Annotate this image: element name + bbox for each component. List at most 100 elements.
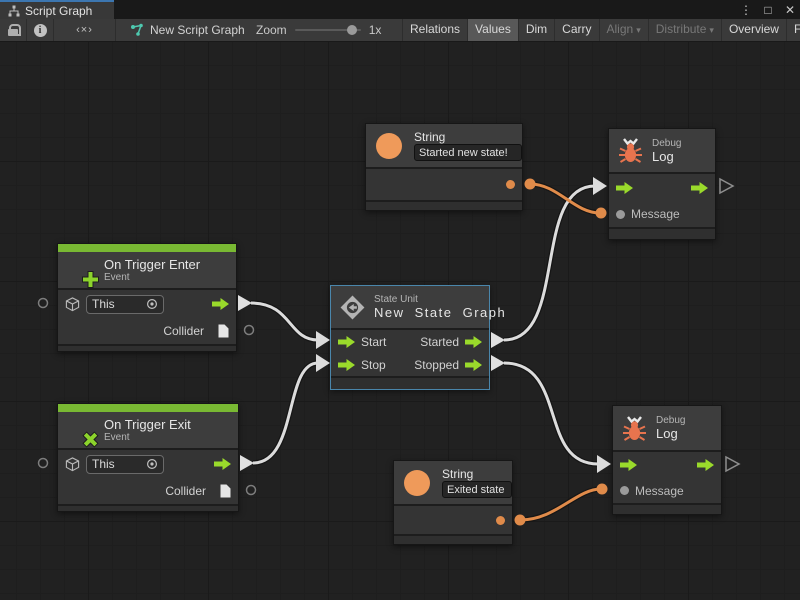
close-icon[interactable]: ✕ — [784, 2, 796, 17]
info-icon — [33, 23, 47, 37]
flow-output-port[interactable] — [214, 458, 231, 470]
node-title: String — [442, 467, 474, 481]
start-input-port[interactable] — [338, 335, 355, 348]
flow-output-port[interactable] — [691, 181, 708, 194]
node-title: String — [414, 130, 446, 144]
dim-button[interactable]: Dim — [517, 19, 554, 41]
relations-button[interactable]: Relations — [402, 19, 467, 41]
string-output-port[interactable] — [496, 515, 505, 525]
node-category: State Unit — [374, 294, 418, 305]
event-accent-bar — [58, 244, 236, 252]
flow-input-port[interactable] — [616, 181, 633, 194]
align-button[interactable]: Align▾ — [598, 19, 648, 41]
on-trigger-exit-icon — [66, 415, 99, 448]
object-picker-icon[interactable] — [146, 298, 158, 310]
string-literal-icon — [376, 132, 402, 159]
target-value: This — [92, 297, 115, 311]
chevron-down-icon: ▾ — [709, 25, 714, 35]
carry-button[interactable]: Carry — [554, 19, 598, 41]
node-string-bottom[interactable]: String — [393, 460, 513, 545]
node-title: On Trigger Exit — [104, 417, 191, 432]
graph-name-breadcrumb[interactable]: New Script Graph — [116, 19, 286, 41]
node-category: Debug — [652, 137, 682, 149]
message-port-label: Message — [631, 207, 680, 221]
script-graph-icon — [131, 23, 143, 36]
target-object-field[interactable]: This — [86, 294, 164, 314]
tab-script-graph[interactable]: Script Graph — [0, 0, 114, 19]
graph-hierarchy-icon — [8, 5, 20, 16]
values-button[interactable]: Values — [467, 19, 518, 41]
node-footer — [609, 227, 715, 239]
flow-input-port[interactable] — [620, 459, 637, 471]
zoom-slider-handle[interactable] — [346, 25, 357, 35]
node-footer — [366, 200, 522, 210]
stopped-output-port[interactable] — [465, 358, 482, 371]
distribute-button[interactable]: Distribute▾ — [647, 19, 721, 41]
node-footer — [394, 534, 512, 544]
string-value-input[interactable] — [414, 144, 522, 161]
message-input-port[interactable] — [620, 486, 629, 495]
info-button[interactable] — [27, 19, 54, 41]
on-trigger-enter-icon — [66, 255, 99, 288]
node-debug-log-bottom[interactable]: Debug Log Message — [612, 405, 722, 515]
stop-port-label: Stop — [361, 357, 386, 372]
flow-output-port[interactable] — [697, 459, 714, 471]
bug-icon — [619, 138, 642, 163]
maximize-icon[interactable]: □ — [764, 2, 772, 17]
chevron-down-icon: ▾ — [636, 25, 641, 35]
window-tab-bar: Script Graph ⋮ □ ✕ — [0, 0, 800, 19]
node-subtitle: Event — [104, 272, 130, 283]
target-value: This — [92, 457, 115, 471]
node-state-unit[interactable]: State Unit New State Graph Start Started… — [330, 285, 507, 390]
graph-name-label: New Script Graph — [150, 23, 245, 37]
message-input-port[interactable] — [616, 209, 625, 219]
stopped-port-label: Stopped — [414, 357, 459, 372]
gameobject-cube-icon — [65, 296, 80, 311]
flow-output-port[interactable] — [212, 298, 229, 310]
start-port-label: Start — [361, 334, 387, 349]
node-subtitle: Event — [104, 432, 130, 443]
node-title: New State Graph — [374, 305, 507, 320]
document-icon — [220, 484, 231, 498]
document-icon — [218, 324, 229, 338]
state-unit-icon — [340, 295, 365, 319]
event-accent-bar — [58, 404, 238, 412]
bug-icon — [623, 415, 646, 441]
node-footer — [58, 504, 238, 511]
started-output-port[interactable] — [465, 335, 482, 348]
target-object-field[interactable]: This — [86, 454, 164, 474]
fullscreen-button[interactable]: Full Screen — [785, 19, 800, 41]
collider-port-label: Collider — [165, 484, 206, 498]
node-footer — [331, 376, 489, 389]
gameobject-cube-icon — [65, 456, 80, 471]
node-title: Log — [656, 426, 678, 441]
started-port-label: Started — [420, 334, 459, 349]
message-port-label: Message — [635, 483, 684, 498]
window-menu-icon[interactable]: ⋮ — [740, 2, 752, 17]
zoom-label: Zoom — [256, 23, 287, 37]
collider-port-label: Collider — [163, 324, 204, 338]
overview-button[interactable]: Overview — [720, 19, 786, 41]
node-on-trigger-exit[interactable]: On Trigger Exit Event This Collider — [57, 403, 239, 512]
node-debug-log-top[interactable]: Debug Log Message — [608, 128, 716, 240]
string-value-input[interactable] — [442, 481, 512, 498]
code-icon: ‹×› — [76, 24, 93, 36]
tab-title: Script Graph — [25, 3, 93, 18]
node-string-top[interactable]: String — [365, 123, 523, 211]
zoom-slider[interactable] — [294, 25, 361, 35]
object-picker-icon[interactable] — [146, 458, 158, 470]
string-output-port[interactable] — [506, 180, 515, 189]
toolbar-button-group: Relations Values Dim Carry Align▾ Distri… — [402, 19, 800, 41]
string-literal-icon — [404, 469, 430, 496]
lock-icon — [8, 24, 21, 36]
stop-input-port[interactable] — [338, 358, 355, 371]
zoom-value: 1x — [368, 23, 382, 37]
graph-toolbar: ‹×› New Script Graph Zoom 1x Relations V… — [0, 19, 800, 42]
node-footer — [613, 503, 721, 514]
node-category: Debug — [656, 415, 686, 426]
node-footer — [58, 344, 236, 351]
code-view-button[interactable]: ‹×› — [54, 19, 116, 41]
lock-button[interactable] — [0, 19, 27, 41]
node-on-trigger-enter[interactable]: On Trigger Enter Event This Collider — [57, 243, 237, 352]
node-title: On Trigger Enter — [104, 257, 201, 272]
